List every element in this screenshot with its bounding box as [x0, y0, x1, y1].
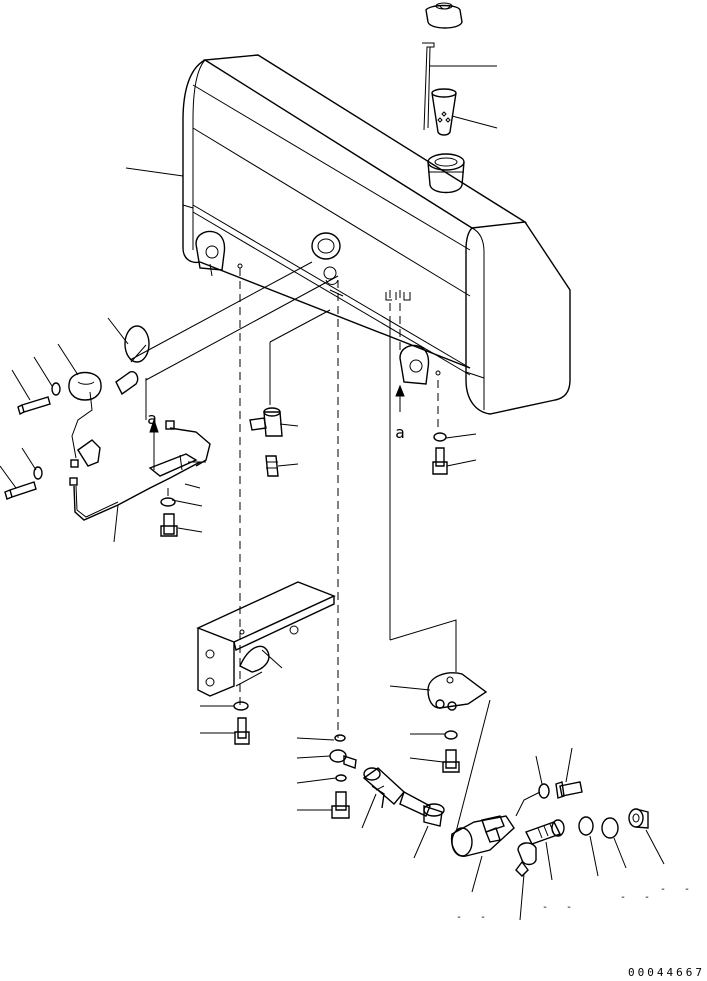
wire-clamp: [69, 439, 101, 486]
filter-housing: [450, 815, 515, 857]
nipple-fitting: [265, 455, 279, 477]
washer-tank-right: [433, 432, 447, 442]
bolt-bracket: [160, 497, 178, 537]
drain-washer-1: [334, 734, 346, 742]
banjo-bolt: [331, 791, 350, 819]
dashed-center-lines: [167, 268, 439, 738]
view-labels: a a: [147, 409, 405, 442]
wiring-harness: [73, 420, 211, 521]
bolt-lower-left: [4, 481, 37, 500]
stub-text: - -: [660, 884, 696, 895]
banjo-eye: [329, 749, 357, 769]
drain-valve: [362, 767, 405, 809]
stub-text: - -: [542, 902, 578, 913]
bolt-right-bracket: [442, 749, 460, 773]
bolt-filter: [555, 781, 583, 799]
view-marker-upper: a: [147, 409, 157, 428]
drain-washer-2: [335, 774, 347, 782]
stub-text: - -: [456, 912, 492, 923]
filler-cap: [425, 2, 463, 29]
fuel-tank: [182, 54, 571, 415]
washer-bracket: [233, 701, 249, 711]
leader-lines: [0, 65, 665, 921]
stub-texts: - - - - - - - -: [456, 884, 696, 923]
washer-lower-left: [33, 466, 43, 480]
strainer: [431, 88, 457, 136]
hose-fitting: [525, 819, 565, 845]
o-ring-1: [578, 816, 594, 836]
bolt-upper-left: [17, 396, 51, 416]
spacer-nut: [249, 407, 283, 437]
assembly-lines: [129, 261, 541, 833]
dipstick: [422, 42, 435, 131]
o-ring-2: [601, 817, 619, 839]
bolt-tank-right: [432, 447, 448, 475]
view-marker-lower: a: [395, 423, 405, 442]
washer-upper-left: [51, 382, 61, 396]
tank-label-arrows: [385, 292, 411, 301]
drain-hose: [399, 790, 445, 827]
adapter-fitting: [628, 808, 649, 829]
bracket-right: [427, 672, 488, 711]
bolt-bracket-lower: [234, 717, 250, 745]
drawing-number: 00044667: [628, 966, 705, 979]
gauge-sender: [68, 325, 150, 459]
elbow-fitting: [515, 842, 537, 877]
stub-text: - -: [620, 892, 656, 903]
washer-right-bracket: [444, 730, 458, 740]
washer-filter: [538, 783, 550, 799]
tank-bracket: [196, 581, 336, 697]
